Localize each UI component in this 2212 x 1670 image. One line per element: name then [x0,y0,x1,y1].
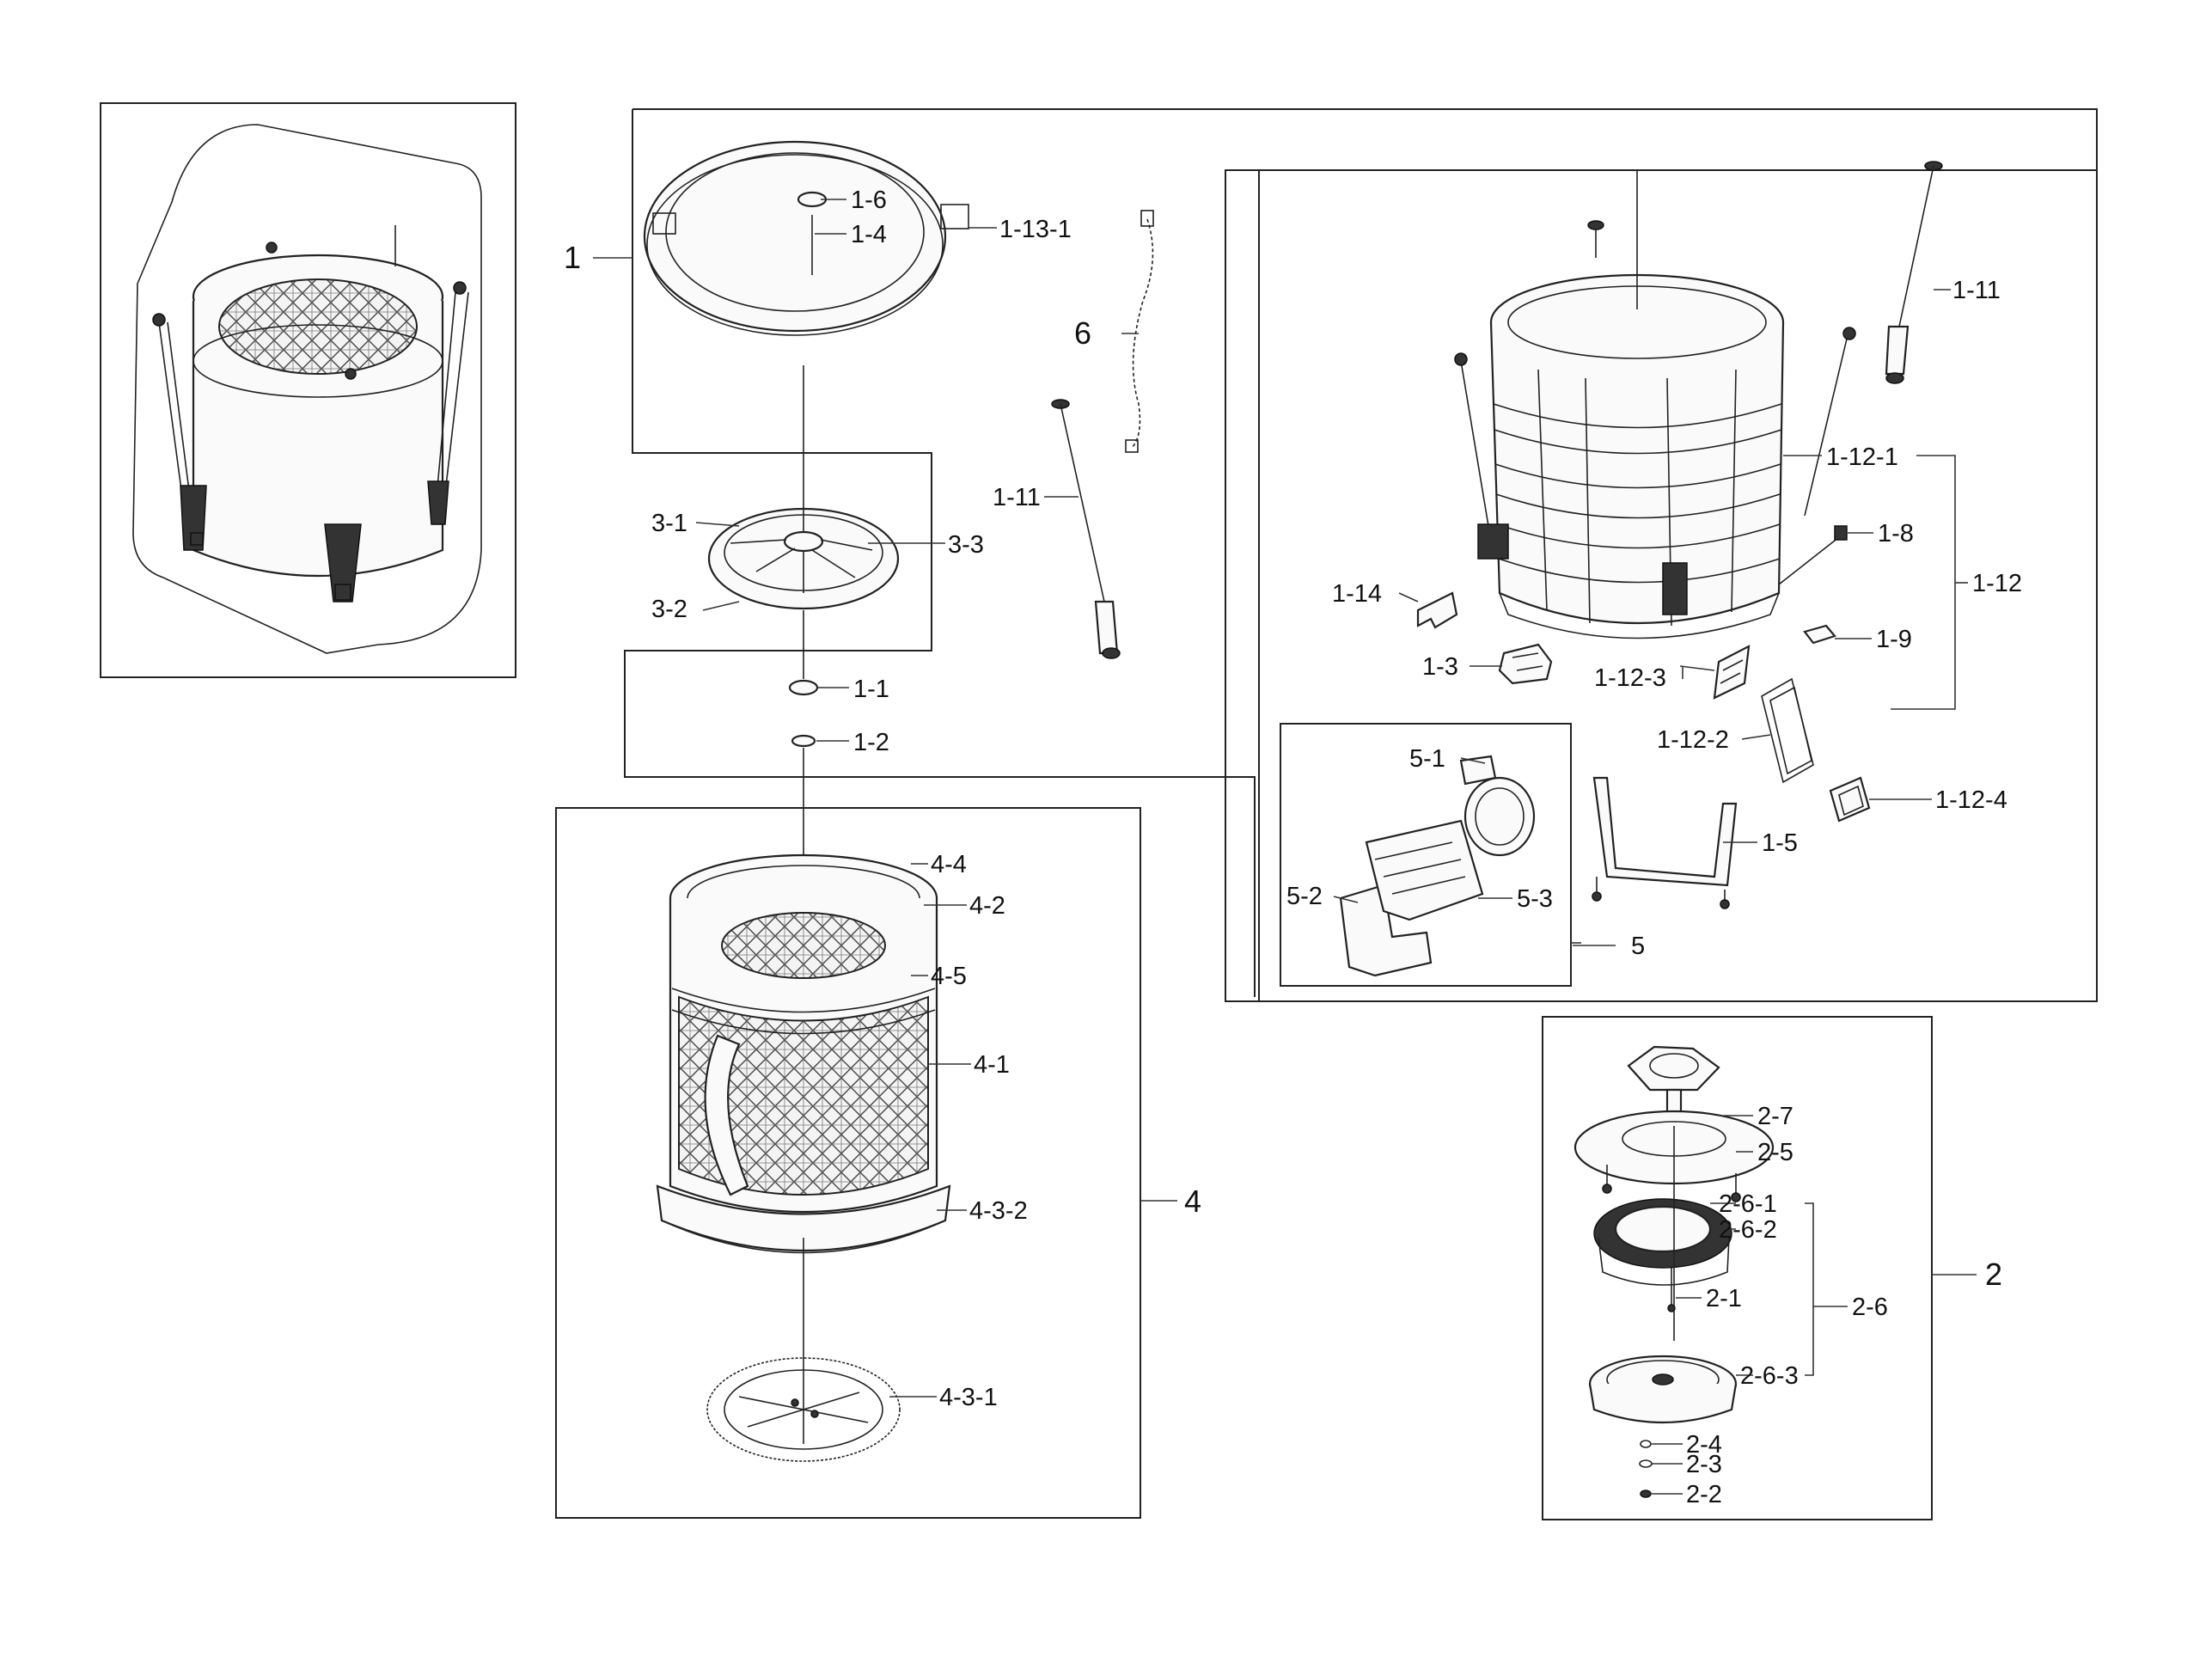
label-3-3: 3-3 [948,531,984,559]
label-group-4: 4 [1184,1184,1201,1219]
label-1-8: 1-8 [1878,520,1914,547]
label-1-4: 1-4 [851,221,887,248]
label-2-4: 2-4 [1686,1431,1722,1459]
label-3-1: 3-1 [651,510,687,537]
label-2-6-3: 2-6-3 [1740,1362,1799,1390]
label-2-3: 2-3 [1686,1451,1722,1478]
hose [1125,210,1154,453]
drum-bottom-plate [706,1357,901,1462]
suspension-rod-right [1885,161,1943,384]
label-4-3-1: 4-3-1 [939,1384,998,1411]
drum-frame [555,807,1141,1519]
part-1-3 [1498,643,1553,685]
label-1-12-2: 1-12-2 [1657,726,1729,754]
part-1-12-4 [1829,776,1871,823]
label-1-13-1: 1-13-1 [999,216,1072,243]
label-4-4: 4-4 [931,851,967,878]
label-5-1: 5-1 [1409,745,1445,773]
label-5-3: 5-3 [1517,885,1553,913]
label-2-6-1: 2-6-1 [1719,1190,1777,1218]
drain-pump [1339,755,1536,977]
overview-frame [100,102,516,678]
label-1-6: 1-6 [851,187,887,214]
motor-frame [1542,1016,1933,1520]
part-1-9 [1803,624,1836,645]
drum [656,853,951,1375]
label-1-12-4: 1-12-4 [1935,786,2007,814]
label-1-3: 1-3 [1422,653,1458,681]
label-2-7: 2-7 [1757,1103,1793,1130]
washer-1-1 [788,679,819,696]
label-1-5: 1-5 [1762,829,1798,857]
label-1-2: 1-2 [853,729,889,756]
suspension-rod-left [1051,399,1121,659]
label-4-3-2: 4-3-2 [969,1197,1028,1225]
label-4-5: 4-5 [931,963,967,990]
heater-1-12-2 [1761,677,1814,784]
label-group-2: 2 [1985,1257,2002,1292]
label-group-1: 1 [564,240,581,275]
label-1-11-right: 1-11 [1952,277,2001,304]
overview-assembly [132,124,482,654]
sensor-1-8 [1778,525,1848,585]
label-1-14: 1-14 [1332,580,1382,608]
label-1-11-left: 1-11 [993,484,1041,511]
label-2-6: 2-6 [1852,1294,1888,1321]
label-1-1: 1-1 [853,676,889,703]
label-1-9: 1-9 [1876,626,1912,653]
label-4-1: 4-1 [974,1051,1010,1079]
label-5-2: 5-2 [1286,883,1323,910]
label-group-6: 6 [1074,315,1091,351]
label-4-2: 4-2 [969,892,1005,920]
pump-frame [1280,723,1572,987]
tub-detail-frame [1225,169,2098,1002]
label-2-6-2: 2-6-2 [1719,1216,1777,1244]
label-2-5: 2-5 [1757,1139,1793,1166]
bracket-1-14 [1416,591,1458,629]
pulsator [707,365,900,679]
pulsator-frame [624,109,1256,997]
motor [1573,1045,1775,1498]
label-1-12: 1-12 [1972,570,2022,597]
label-1-12-3: 1-12-3 [1594,664,1666,692]
part-1-12-3 [1713,645,1751,700]
label-1-12-1: 1-12-1 [1826,443,1898,471]
callout-labels: 1 1-6 1-4 1-13-1 6 1-11 3-1 3-3 3-2 1-1 … [564,187,2022,1508]
label-group-5: 5 [1631,933,1645,960]
leader-lines [593,199,1977,1495]
label-3-2: 3-2 [651,596,687,623]
outer-tub [1454,170,1856,639]
label-2-1: 2-1 [1706,1285,1742,1312]
label-2-2: 2-2 [1686,1481,1722,1508]
bracket-1-5 [1592,776,1738,909]
tub-cover [643,140,969,336]
